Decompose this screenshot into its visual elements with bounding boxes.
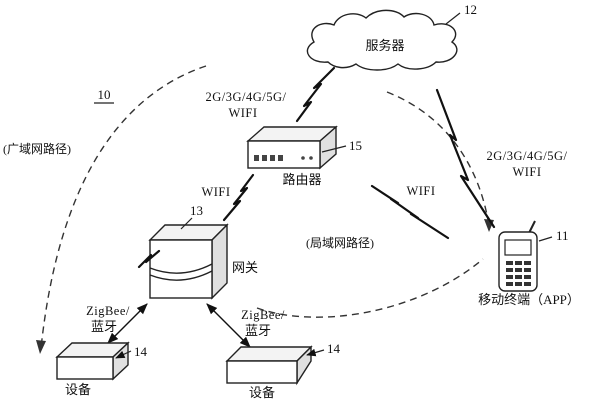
cloud-router-link-line1: 2G/3G/4G/5G/: [206, 90, 287, 104]
phone-antenna: [528, 220, 536, 234]
device-left-ref: 14: [134, 344, 148, 359]
router-port: [270, 155, 275, 161]
router-port: [278, 155, 283, 161]
zigbee-left-line1: ZigBee/: [86, 304, 130, 318]
wan-arc-arrowhead: [36, 340, 46, 354]
cloud-router-link-line2: WIFI: [228, 106, 257, 120]
gateway-antenna-zigzag: [137, 249, 161, 269]
system-ref: 10: [94, 87, 114, 104]
zigbee-bottom-line2: 蓝牙: [245, 323, 271, 338]
router-port: [254, 155, 259, 161]
router-led: [301, 156, 305, 160]
zigbee-left-line2: 蓝牙: [91, 319, 117, 334]
gateway-band: [149, 263, 213, 274]
gateway-band: [149, 270, 213, 281]
system-ref-number: 10: [98, 87, 111, 102]
gateway-ref: 13: [190, 203, 203, 218]
device-bottom-ref-tick: [306, 348, 325, 357]
lightning-bolt-gateway-mobile: [370, 184, 450, 240]
lightning-bolt-cloud-mobile: [435, 88, 496, 229]
router-ref: 15: [349, 138, 362, 153]
gateway-icon: [137, 217, 229, 300]
device-left-ref-tick: [115, 350, 132, 359]
router-led: [309, 156, 313, 160]
mobile-label: 移动终端（APP）: [478, 292, 580, 307]
router-icon: [246, 125, 347, 170]
lan-path-arc: [256, 258, 484, 318]
mobile-ref: 11: [556, 228, 569, 243]
router-label: 路由器: [282, 172, 321, 187]
wan-path-label: (广域网路径): [3, 141, 71, 156]
lightning-bolt-router-gateway: [222, 173, 255, 222]
device-bottom-icon: [225, 345, 325, 386]
gateway-label: 网关: [232, 260, 258, 275]
router-ref-tick: [321, 145, 347, 153]
lightning-bolt-cloud-router: [295, 66, 336, 123]
server-cloud-icon: [306, 9, 461, 71]
server-ref: 12: [464, 2, 477, 17]
router-port: [262, 155, 267, 161]
gateway-ref-tick: [180, 217, 193, 230]
mobile-phone-icon: [498, 220, 553, 292]
router-gateway-wifi-label: WIFI: [201, 185, 230, 199]
cloud-mobile-link-line1: 2G/3G/4G/5G/: [487, 149, 568, 163]
gateway-mobile-wifi-label: WIFI: [406, 184, 435, 198]
device-bottom-ref: 14: [327, 341, 341, 356]
wan-path-arc: [36, 65, 207, 354]
zigbee-bottom-line1: ZigBee/: [241, 308, 285, 322]
device-left-icon: [55, 341, 132, 381]
cloud-mobile-link-line2: WIFI: [512, 165, 541, 179]
lan-path-label: (局域网路径): [306, 235, 374, 250]
zigbee-bottom-arrow: [206, 303, 251, 348]
phone-keypad: [506, 261, 531, 286]
device-bottom-label: 设备: [249, 385, 275, 400]
mobile-ref-tick: [538, 236, 553, 242]
phone-screen: [504, 239, 532, 256]
device-left-label: 设备: [65, 382, 91, 397]
server-label: 服务器: [365, 38, 404, 53]
zigbee-left-arrow: [107, 303, 148, 344]
server-ref-tick: [445, 12, 461, 25]
wan-right-arc: [386, 91, 494, 232]
